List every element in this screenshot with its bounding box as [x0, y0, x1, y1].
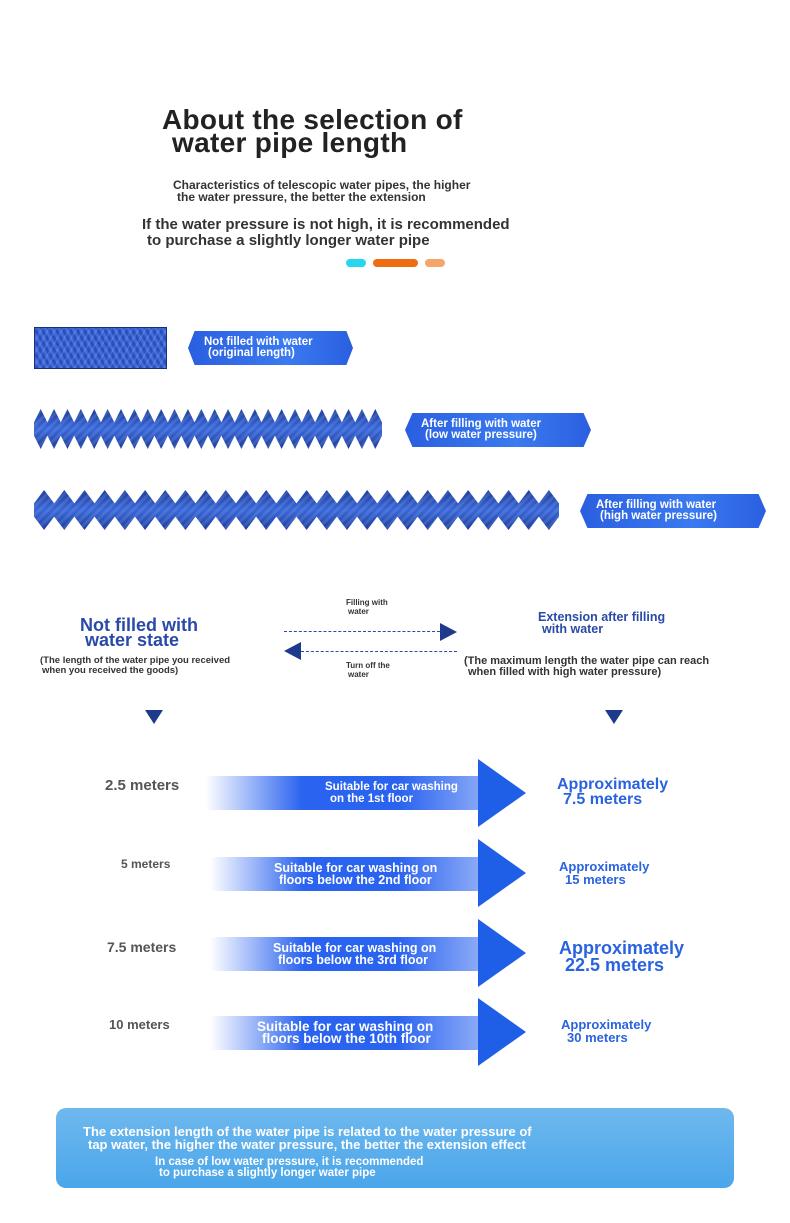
footer-info-box [56, 1108, 734, 1188]
approx-length: Approximately 22.5 meters [559, 938, 685, 975]
big-arrow-icon [478, 919, 526, 987]
footer-sub-line-1: In case of low water pressure, it is rec… [155, 1156, 424, 1168]
hose-tag-line-2: (high water pressure) [600, 510, 717, 522]
length-value: 2.5 meters [105, 777, 180, 794]
decor-dot-peach [425, 259, 445, 267]
state-extended-description: (The maximum length the water pipe can r… [464, 656, 709, 678]
length-value: 5 meters [121, 857, 171, 871]
state-extended-title-line-1: Extension after filling [538, 610, 666, 624]
use-band: Suitable for car washing on floors below… [210, 1016, 478, 1050]
filling-label-line-1: Filling with [346, 598, 388, 607]
hose-weave [34, 409, 382, 449]
footer-sub-line-2: to purchase a slightly longer water pipe [159, 1167, 376, 1179]
hose-tag-high-pressure: After filling with water (high water pre… [580, 494, 766, 528]
footer-sub-text: In case of low water pressure, it is rec… [155, 1156, 424, 1179]
state-extended-title: Extension after filling with water [538, 610, 666, 636]
hose-tag-line-1: After filling with water [596, 499, 717, 511]
approx-line-1: Approximately [557, 776, 669, 793]
filling-label: Filling with water [346, 598, 388, 616]
use-line-2: floors below the 10th floor [262, 1031, 431, 1046]
state-extended-desc-line-2: when filled with high water pressure) [468, 666, 662, 678]
hose-low-pressure-image [34, 407, 382, 451]
length-value: 10 meters [109, 1017, 170, 1032]
approx-line-2: 22.5 meters [565, 955, 665, 975]
down-arrow-right-icon [605, 710, 623, 724]
arrow-left-icon [284, 642, 301, 660]
subtitle-line-2: the water pressure, the better the exten… [177, 190, 426, 204]
state-unfilled-desc-line-1: (The length of the water pipe you receiv… [40, 655, 231, 666]
big-arrow-icon [478, 759, 526, 827]
big-arrow-icon [478, 998, 526, 1066]
approx-line-1: Approximately [559, 938, 685, 958]
arrow-right-icon [440, 623, 457, 641]
state-unfilled-title-line-2: water state [85, 630, 180, 650]
filling-dashed-line [284, 631, 440, 632]
approx-length: Approximately 15 meters [559, 860, 649, 886]
state-unfilled-description: (The length of the water pipe you receiv… [40, 656, 230, 676]
use-line-1: Suitable for car washing on [274, 861, 438, 875]
page-subtitle: Characteristics of telescopic water pipe… [173, 179, 470, 203]
turn-off-label-line-2: water [348, 670, 369, 679]
approx-line-2: 7.5 meters [563, 791, 643, 808]
subtitle-line-1: Characteristics of telescopic water pipe… [173, 178, 471, 192]
hose-high-pressure-image [34, 488, 559, 532]
decor-dot-orange [373, 259, 418, 267]
footer-main-text: The extension length of the water pipe i… [83, 1125, 532, 1151]
use-band: Suitable for car washing on floors below… [210, 857, 478, 891]
title-line-1: About the selection of [162, 104, 463, 135]
filling-label-line-2: water [348, 607, 369, 616]
state-extended-desc-line-1: (The maximum length the water pipe can r… [464, 655, 710, 667]
recommendation-note: If the water pressure is not high, it is… [142, 217, 510, 249]
decor-dot-cyan [346, 259, 366, 267]
use-line-2: floors below the 3rd floor [278, 953, 429, 967]
turn-off-label: Turn off the water [346, 661, 390, 679]
state-extended-title-line-2: with water [542, 622, 604, 636]
title-line-2: water pipe length [172, 127, 408, 158]
state-unfilled-title-line-1: Not filled with [80, 615, 198, 635]
note-line-2: to purchase a slightly longer water pipe [147, 232, 430, 249]
page-title: About the selection of water pipe length [162, 106, 463, 158]
state-unfilled-title: Not filled with water state [80, 615, 198, 650]
use-line-2: on the 1st floor [330, 793, 414, 805]
approx-length: Approximately 30 meters [561, 1018, 651, 1044]
footer-main-line-1: The extension length of the water pipe i… [83, 1124, 532, 1139]
turn-off-dashed-line [301, 651, 457, 652]
hose-tag-line-1: Not filled with water [204, 336, 313, 348]
approx-line-2: 15 meters [565, 872, 626, 887]
use-line-1: Suitable for car washing [325, 781, 458, 793]
length-value: 7.5 meters [107, 939, 177, 955]
state-unfilled-desc-line-2: when you received the goods) [42, 665, 179, 676]
approx-line-2: 30 meters [567, 1030, 628, 1045]
hose-tag-line-2: (low water pressure) [425, 429, 537, 441]
hose-original-image [34, 327, 167, 369]
use-line-2: floors below the 2nd floor [279, 873, 432, 887]
hose-tag-line-1: After filling with water [421, 418, 542, 430]
approx-line-1: Approximately [559, 859, 650, 874]
note-line-1: If the water pressure is not high, it is… [142, 216, 510, 233]
approx-line-1: Approximately [561, 1017, 652, 1032]
hose-tag-line-2: (original length) [208, 347, 295, 359]
hose-tag-low-pressure: After filling with water (low water pres… [405, 413, 591, 447]
turn-off-label-line-1: Turn off the [346, 661, 390, 670]
footer-main-line-2: tap water, the higher the water pressure… [88, 1137, 526, 1152]
hose-weave [34, 490, 559, 530]
use-band: Suitable for car washing on floors below… [210, 937, 478, 971]
down-arrow-left-icon [145, 710, 163, 724]
use-line-1: Suitable for car washing on [257, 1019, 434, 1034]
hose-tag-original: Not filled with water (original length) [188, 331, 353, 365]
approx-length: Approximately 7.5 meters [557, 776, 669, 808]
big-arrow-icon [478, 839, 526, 907]
use-line-1: Suitable for car washing on [273, 941, 437, 955]
use-band: Suitable for car washing on the 1st floo… [205, 776, 483, 810]
